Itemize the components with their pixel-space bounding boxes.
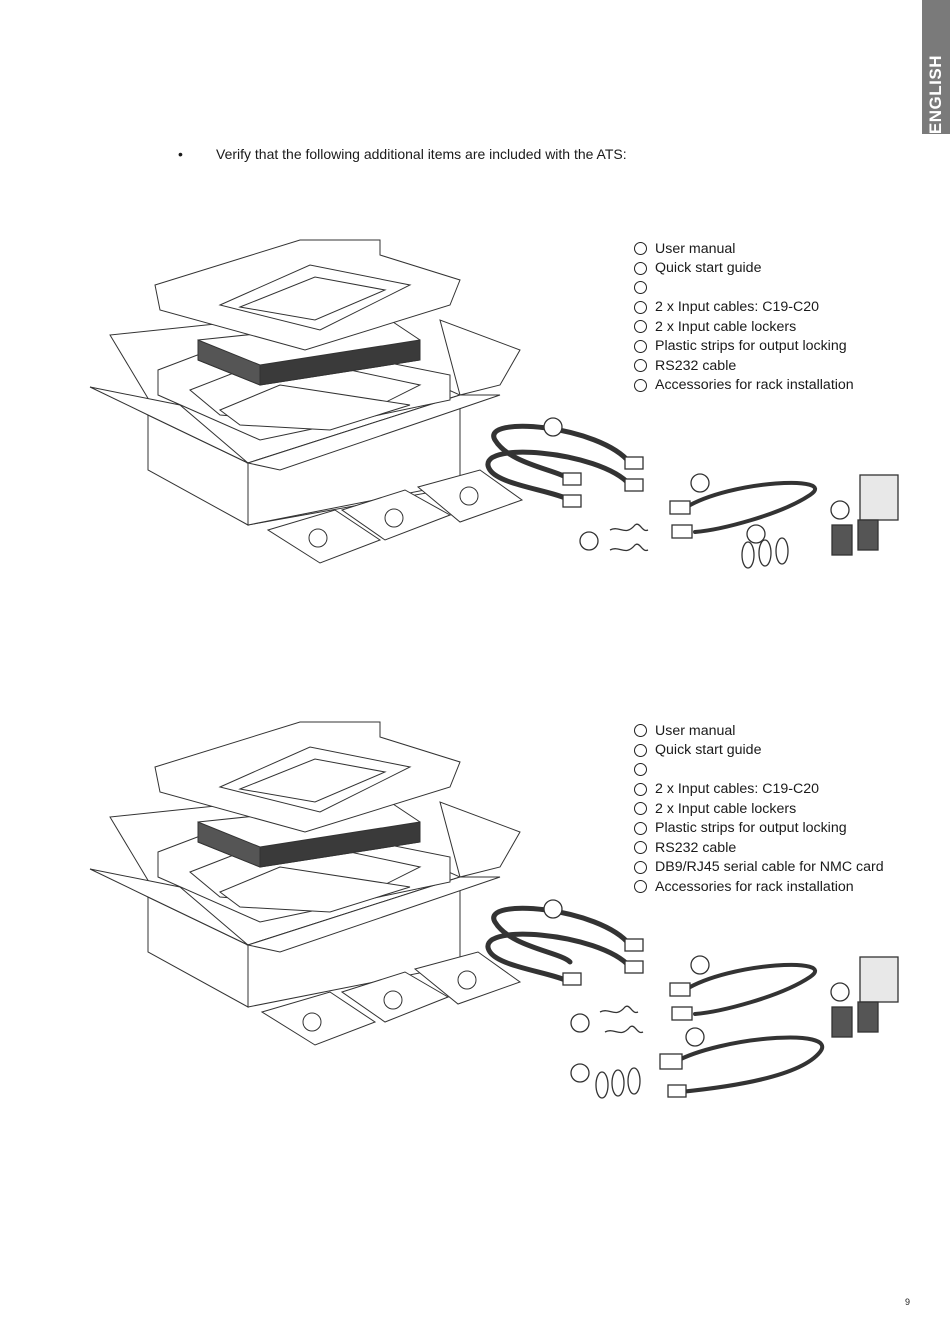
- callout-circle-icon: [634, 841, 647, 855]
- list-item: Accessories for rack installation: [634, 877, 884, 897]
- list-item: Accessories for rack installation: [634, 376, 854, 396]
- language-tab-label: ENGLISH: [926, 54, 945, 134]
- callout-circle-icon: [634, 743, 647, 757]
- list-item: Plastic strips for output locking: [634, 819, 884, 839]
- callout-circle-icon: [634, 763, 647, 777]
- list-item: 2 x Input cables: C19-C20: [634, 298, 854, 318]
- list-item: 2 x Input cable lockers: [634, 317, 854, 337]
- list-item: [634, 760, 884, 780]
- list-item: 2 x Input cable lockers: [634, 799, 884, 819]
- callout-circle-icon: [634, 359, 647, 373]
- list-item: Quick start guide: [634, 741, 884, 761]
- callout-circle-icon: [634, 724, 647, 738]
- page-number: 9: [905, 1297, 911, 1307]
- package-contents-figure-2: User manual Quick start guide 2 x Input …: [80, 707, 920, 1107]
- language-tab: ENGLISH: [922, 0, 950, 134]
- callout-circle-icon: [634, 782, 647, 796]
- callout-circle-icon: [634, 300, 647, 314]
- bullet-icon: •: [178, 146, 183, 162]
- list-item: 2 x Input cables: C19-C20: [634, 780, 884, 800]
- callout-circle-icon: [634, 242, 647, 256]
- callout-circle-icon: [634, 880, 647, 894]
- callout-circle-icon: [634, 378, 647, 392]
- list-item: DB9/RJ45 serial cable for NMC card: [634, 858, 884, 878]
- list-item: [634, 278, 854, 298]
- contents-list-2: User manual Quick start guide 2 x Input …: [634, 721, 884, 897]
- list-item: RS232 cable: [634, 838, 884, 858]
- callout-circle-icon: [634, 339, 647, 353]
- callout-circle-icon: [634, 320, 647, 334]
- list-item: Quick start guide: [634, 259, 854, 279]
- callout-circle-icon: [634, 860, 647, 874]
- list-item: Plastic strips for output locking: [634, 337, 854, 357]
- contents-list-1: User manual Quick start guide 2 x Input …: [634, 239, 854, 395]
- intro-instruction: • Verify that the following additional i…: [178, 146, 627, 162]
- callout-circle-icon: [634, 821, 647, 835]
- intro-text: Verify that the following additional ite…: [216, 146, 627, 162]
- list-item: User manual: [634, 721, 884, 741]
- package-illustration-2: [89, 721, 899, 1099]
- list-item: User manual: [634, 239, 854, 259]
- callout-circle-icon: [634, 802, 647, 816]
- callout-circle-icon: [634, 261, 647, 275]
- package-contents-figure-1: User manual Quick start guide 2 x Input …: [80, 225, 920, 625]
- callout-circle-icon: [634, 281, 647, 295]
- package-illustration-1: [89, 239, 899, 569]
- list-item: RS232 cable: [634, 356, 854, 376]
